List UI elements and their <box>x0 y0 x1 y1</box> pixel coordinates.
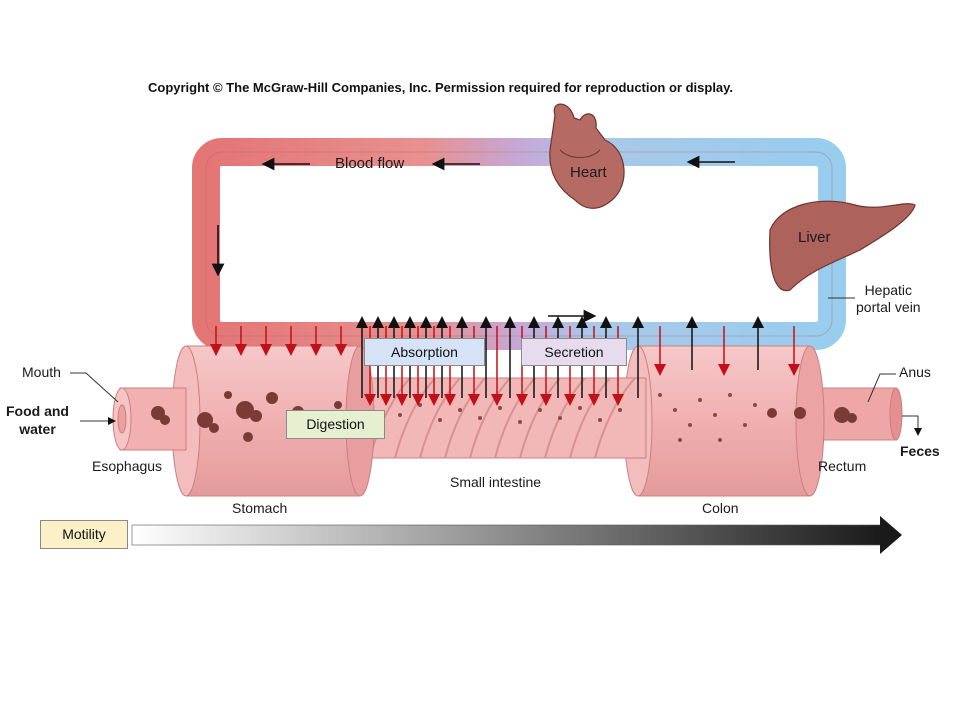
stomach-label: Stomach <box>232 500 288 516</box>
motility-arrow <box>131 516 902 554</box>
colon-label: Colon <box>702 500 739 516</box>
small-intestine-label: Small intestine <box>450 474 542 490</box>
motility-label: Motility <box>62 526 106 542</box>
absorption-box: Absorption <box>364 338 485 366</box>
feces-label: Feces <box>900 443 940 459</box>
heart-label: Heart <box>570 164 607 181</box>
mouth-label: Mouth <box>22 364 61 380</box>
secretion-box: Secretion <box>521 338 627 366</box>
digestion-label: Digestion <box>306 416 365 432</box>
liver-label: Liver <box>798 229 831 246</box>
absorption-arrows-black <box>356 316 764 398</box>
copyright-notice: Copyright © The McGraw-Hill Companies, I… <box>148 80 734 95</box>
motility-box: Motility <box>40 520 128 549</box>
absorption-label: Absorption <box>391 344 458 360</box>
blood-flow-arrows <box>211 155 735 323</box>
hepatic-portal-vein-label: Hepatic portal vein <box>856 282 921 315</box>
esophagus-label: Esophagus <box>92 458 163 474</box>
liver-icon <box>769 200 916 292</box>
blood-loop <box>192 138 846 350</box>
food-and-water-label: Food and water <box>6 403 69 437</box>
label-leaders <box>70 372 922 436</box>
heart-icon <box>549 103 625 209</box>
anus-label: Anus <box>899 364 931 380</box>
secretion-label: Secretion <box>544 344 604 360</box>
rectum-label: Rectum <box>818 458 867 474</box>
digestion-box: Digestion <box>286 410 385 439</box>
blood-flow-label: Blood flow <box>335 155 405 172</box>
